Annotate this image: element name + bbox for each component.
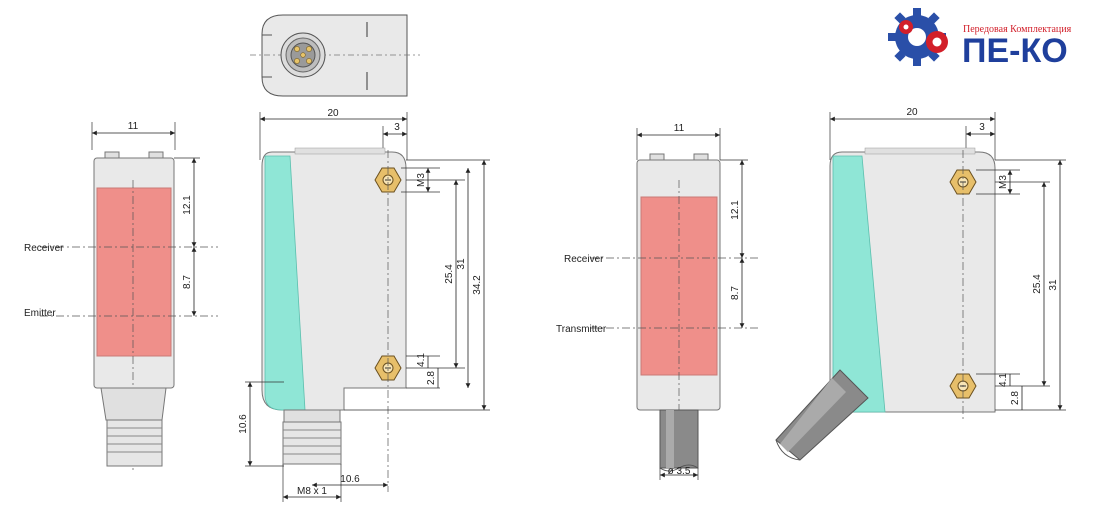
front-view-cable: 11 Receiver Transmitter 12.1 8.7 ø 3.5: [556, 123, 760, 480]
label-receiver: Receiver: [24, 243, 64, 254]
connector-top-view: [250, 14, 420, 97]
company-logo: Передовая Комплектация ПЕ-КО: [888, 8, 1072, 70]
dim-8-7-cable: 8.7: [730, 286, 741, 300]
dim-width-20: 20: [327, 108, 339, 119]
label-transmitter: Transmitter: [556, 324, 607, 335]
dim-12-1-cable: 12.1: [730, 200, 741, 220]
side-view-cable: 20 3 M3 25.4 31 4.1 2.8: [775, 107, 1066, 461]
logo-subtitle: Передовая Комплектация: [963, 24, 1072, 35]
dim-34-2: 34.2: [472, 275, 483, 295]
dim-width-11-cable: 11: [674, 123, 685, 134]
dim-width-11: 11: [128, 121, 139, 132]
dim-31-cable: 31: [1048, 279, 1059, 291]
dim-4-1-cable: 4.1: [998, 373, 1009, 387]
label-emitter: Emitter: [24, 308, 56, 319]
dim-25-4-cable: 25.4: [1032, 274, 1043, 294]
dim-m3-cable: M3: [998, 175, 1009, 189]
dim-25-4: 25.4: [444, 264, 455, 284]
dim-2-8-cable: 2.8: [1010, 391, 1021, 405]
dim-width-20-cable: 20: [906, 107, 918, 118]
label-receiver-cable: Receiver: [564, 254, 604, 265]
dim-12-1: 12.1: [182, 195, 193, 215]
dim-8-7: 8.7: [182, 275, 193, 289]
dim-10-6-horizontal: 10.6: [340, 474, 360, 485]
dim-offset-3-cable: 3: [979, 122, 985, 133]
side-view-connector: 20 3 M3 25.4 31: [238, 108, 490, 502]
dim-10-6-vertical: 10.6: [238, 414, 249, 434]
dim-m3: M3: [416, 173, 427, 187]
dim-cable-diameter: ø 3.5: [668, 466, 691, 477]
gear-icon: [888, 8, 948, 66]
dim-2-8: 2.8: [426, 371, 437, 385]
dim-31: 31: [456, 258, 467, 270]
dim-offset-3: 3: [394, 122, 400, 133]
front-view-connector: 11 Receiver Emitter 12.1 8.7: [24, 121, 218, 470]
dim-m8x1: M8 x 1: [297, 486, 327, 497]
dim-4-1: 4.1: [416, 353, 427, 367]
logo-name: ПЕ-КО: [962, 32, 1068, 70]
